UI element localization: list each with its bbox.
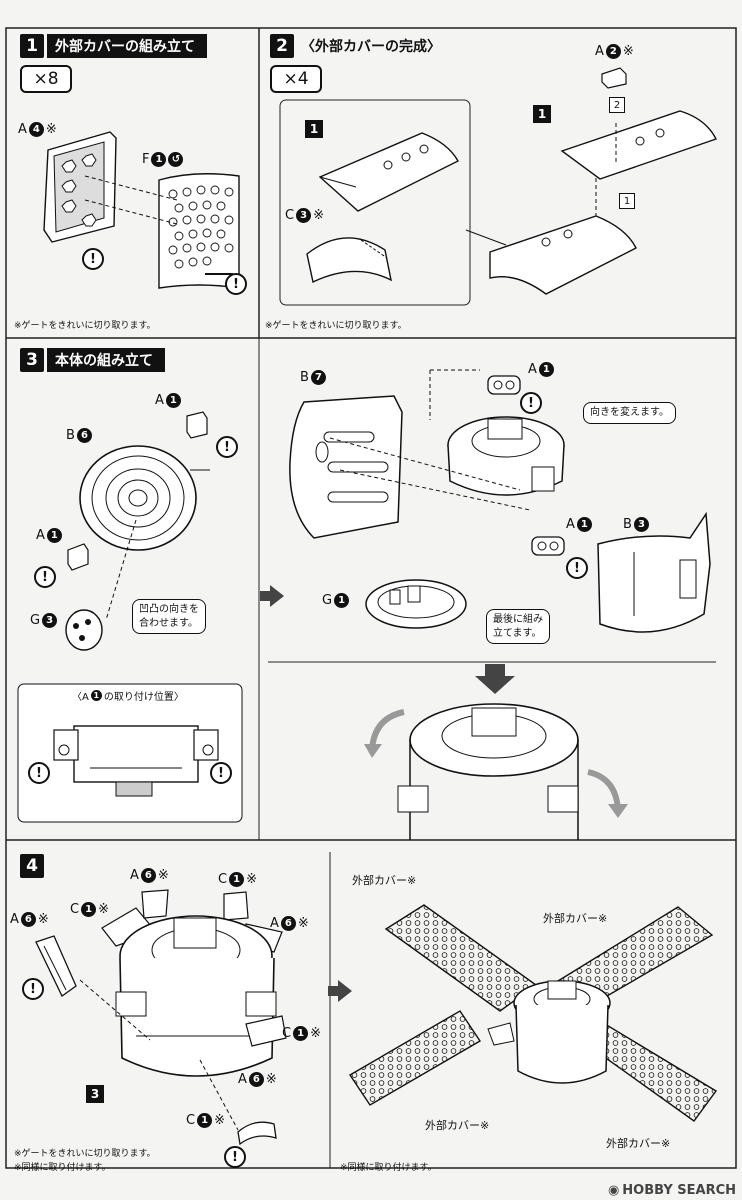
step1-hex-panel-illustration xyxy=(158,173,240,289)
cut-icon: ↺ xyxy=(168,152,184,167)
step4-cap-part xyxy=(237,1121,277,1146)
step2-seq-1: 1 xyxy=(619,193,635,209)
step2-title: 2 〈外部カバーの完成〉 xyxy=(270,34,445,58)
step4-number: 4 xyxy=(20,854,44,878)
watermark: ◉ HOBBY SEARCH xyxy=(607,1183,736,1198)
step4-title: 4 xyxy=(20,854,44,878)
step4-note-1: ※ゲートをきれいに切り取ります。 xyxy=(14,1149,156,1159)
step3-base-plate xyxy=(365,579,467,629)
step1-frame-part-illustration xyxy=(43,131,117,243)
callout-last: 最後に組み 立てます。 xyxy=(486,609,550,644)
cover-label-top-left: 外部カバー※ xyxy=(352,874,417,887)
camera-icon: ◉ xyxy=(607,1183,620,1198)
warning-icon: ! xyxy=(22,978,44,1000)
step3-right-guides xyxy=(329,369,531,511)
step1-dashed-guides xyxy=(84,175,178,225)
step2-complete-cover xyxy=(489,215,637,295)
step1-title: 1 外部カバーの組み立て xyxy=(20,34,207,58)
rotate-left-icon xyxy=(364,709,405,758)
cover-label-bottom-left: 外部カバー※ xyxy=(425,1119,490,1132)
step2-heading: 〈外部カバーの完成〉 xyxy=(301,39,441,55)
step3-assembled-body xyxy=(397,703,579,840)
step3-clip-left xyxy=(67,543,89,571)
step2-clip-part xyxy=(601,67,627,89)
warning-icon: ! xyxy=(216,436,238,458)
step4-clip-left-part xyxy=(35,935,77,997)
step3-heading: 本体の組み立て xyxy=(47,348,165,372)
warning-icon: ! xyxy=(520,392,542,414)
step2-end-cap-illustration xyxy=(306,237,392,284)
step1-number: 1 xyxy=(20,34,44,58)
warning-icon: ! xyxy=(82,248,104,270)
warning-icon: ! xyxy=(224,1146,246,1168)
step2-multiplier: ×4 xyxy=(270,65,322,93)
step4-guides xyxy=(79,979,239,1131)
step3-clip-a1-top xyxy=(487,375,521,395)
step4-body-with-parts xyxy=(101,889,287,1077)
warning-icon: ! xyxy=(28,762,50,784)
step2-cover-illustration xyxy=(318,132,459,212)
step2-number: 2 xyxy=(270,34,294,58)
cover-label-bottom-right: 外部カバー※ xyxy=(606,1137,671,1150)
step3-body-ring-illustration xyxy=(79,445,210,551)
warning-icon: ! xyxy=(566,557,588,579)
cover-label-top-right: 外部カバー※ xyxy=(543,912,608,925)
callout-turn: 向きを変えます。 xyxy=(583,402,676,424)
warning-icon: ! xyxy=(34,566,56,588)
step2-seq-2: 2 xyxy=(609,97,625,113)
step1-multiplier: ×8 xyxy=(20,65,72,93)
step3-title: 3 本体の組み立て xyxy=(20,348,165,372)
step2-note: ※ゲートをきれいに切り取ります。 xyxy=(265,321,407,331)
warning-icon: ! xyxy=(210,762,232,784)
step2-ref-step1: 1 xyxy=(305,120,323,138)
step2-sub-frame xyxy=(279,99,471,306)
step3-half-shell-b7 xyxy=(289,395,403,539)
step3-clip-a1-mid xyxy=(531,536,565,556)
step3-guides-left xyxy=(105,519,137,621)
step3-number: 3 xyxy=(20,348,44,372)
step1-heading: 外部カバーの組み立て xyxy=(47,34,207,58)
callout-align: 凹凸の向きを 合わせます。 xyxy=(132,599,206,634)
step4-ref-step3: 3 xyxy=(86,1085,104,1103)
step4-final-assembly xyxy=(349,904,718,1122)
step1-note: ※ゲートをきれいに切り取ります。 xyxy=(14,321,156,331)
warning-icon: ! xyxy=(225,273,247,295)
step3-clip-top xyxy=(186,411,208,439)
rotate-right-icon xyxy=(587,769,628,818)
inset-body-side-view xyxy=(53,725,219,797)
step3-flow-arrow xyxy=(260,585,284,607)
step4-note-2: ※同様に取り付けます。 xyxy=(14,1163,111,1173)
step4-right-note: ※同様に取り付けます。 xyxy=(340,1163,437,1173)
step2-ref-step1-b: 1 xyxy=(533,105,551,123)
step3-half-shell-b3 xyxy=(597,511,711,633)
step3-gear-part xyxy=(65,609,103,651)
step3-core-unit-illustration xyxy=(447,416,565,496)
down-arrow-icon xyxy=(475,664,515,694)
step2-upper-cover xyxy=(560,110,717,180)
step4-flow-arrow xyxy=(328,980,352,1002)
